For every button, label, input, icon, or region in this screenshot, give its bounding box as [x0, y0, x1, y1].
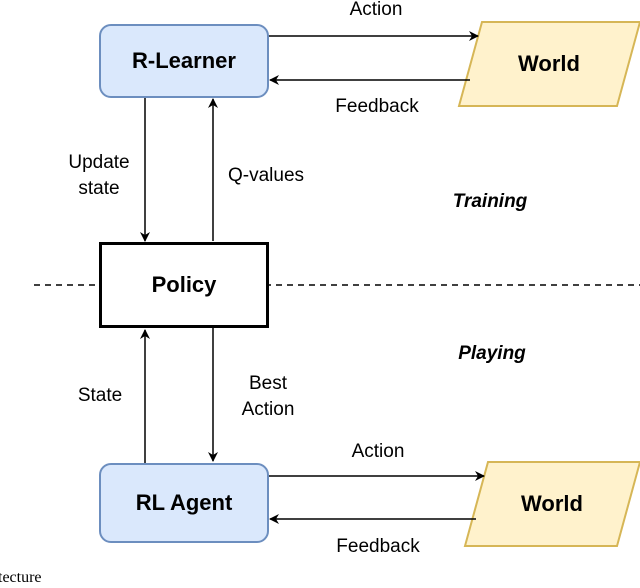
rl-agent-label: RL Agent — [135, 490, 233, 515]
rl-agent-node: RL Agent — [99, 463, 269, 543]
update-state-label: Update state — [52, 150, 146, 202]
world-bottom-shape — [463, 461, 640, 547]
policy-label: Policy — [151, 272, 217, 297]
world-top-shape — [457, 21, 640, 107]
q-values-label: Q-values — [227, 165, 305, 186]
action-top-label: Action — [349, 0, 403, 20]
feedback-top-label: Feedback — [335, 96, 419, 117]
feedback-bottom-label: Feedback — [336, 536, 420, 557]
playing-label: Playing — [458, 343, 526, 364]
world-bottom-node: World — [476, 462, 628, 546]
update-state-line-2: state — [78, 178, 120, 199]
policy-node: Policy — [99, 242, 269, 328]
world-bottom-label: World — [521, 491, 583, 516]
training-label: Training — [452, 191, 528, 212]
r-learner-node: R-Learner — [99, 24, 269, 98]
best-action-label: Best Action — [226, 371, 310, 423]
action-bottom-label: Action — [351, 441, 405, 462]
caption-fragment: tecture — [0, 569, 42, 586]
update-state-line-1: Update — [68, 152, 130, 173]
r-learner-label: R-Learner — [132, 48, 236, 73]
best-action-line-1: Best — [248, 373, 288, 394]
world-top-label: World — [518, 51, 580, 76]
world-top-node: World — [470, 22, 628, 106]
state-label: State — [77, 385, 123, 406]
best-action-line-2: Action — [241, 399, 295, 420]
